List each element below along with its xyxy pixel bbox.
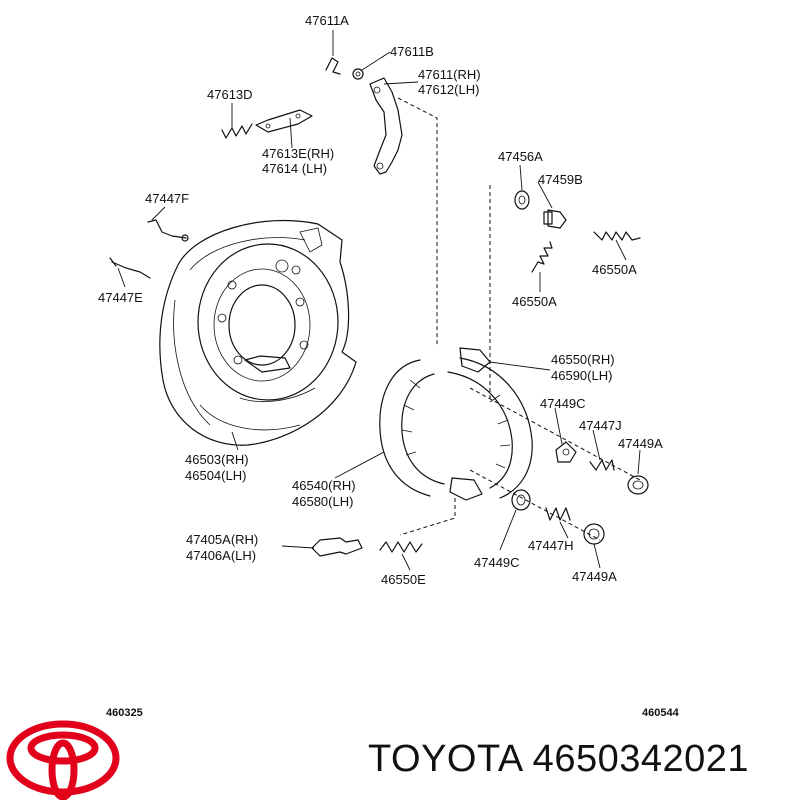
label-47456a: 47456A bbox=[498, 149, 543, 164]
label-47449c-upper: 47449C bbox=[540, 396, 586, 411]
parking-brake-lever bbox=[369, 77, 403, 175]
strut-47613e bbox=[255, 109, 313, 133]
label-47449a-lower: 47449A bbox=[572, 569, 617, 584]
code-right: 460544 bbox=[642, 707, 680, 719]
brake-shoe-assembly bbox=[379, 347, 533, 501]
label-47447j: 47447J bbox=[579, 418, 622, 433]
spring-46550e bbox=[379, 541, 423, 553]
label-46550a-lower: 46550A bbox=[512, 294, 557, 309]
label-47406a-lh: 47406A(LH) bbox=[186, 548, 256, 563]
label-47614-lh: 47614 (LH) bbox=[262, 161, 327, 176]
label-46550-rh: 46550(RH) bbox=[551, 352, 615, 367]
label-47611-rh: 47611(RH) bbox=[418, 67, 481, 82]
spring-46550a-lower bbox=[531, 241, 553, 273]
label-46550a-right: 46550A bbox=[592, 262, 637, 277]
adjuster-spring-47613d bbox=[221, 123, 253, 139]
label-47449c-lower: 47449C bbox=[474, 555, 520, 570]
code-left: 460325 bbox=[106, 707, 143, 719]
washer-47611b bbox=[352, 68, 364, 80]
label-47611a: 47611A bbox=[305, 13, 349, 28]
label-46580-lh: 46580(LH) bbox=[292, 494, 353, 509]
label-47459b: 47459B bbox=[538, 172, 583, 187]
retainer-47449c-lower bbox=[511, 489, 531, 511]
label-47447e: 47447E bbox=[98, 290, 143, 305]
label-47613d: 47613D bbox=[207, 87, 253, 102]
pin-47405a bbox=[311, 537, 363, 557]
assembly-guide-lines bbox=[397, 97, 641, 541]
spring-47447j bbox=[589, 459, 615, 471]
label-47612-lh: 47612(LH) bbox=[418, 82, 479, 97]
label-46504-lh: 46504(LH) bbox=[185, 468, 246, 483]
washer-47456a bbox=[514, 190, 530, 210]
label-47405a-rh: 47405A(RH) bbox=[186, 532, 258, 547]
adjuster-47459b bbox=[543, 209, 567, 229]
spring-46550a-upper bbox=[593, 231, 641, 241]
leader-lines bbox=[117, 30, 641, 571]
label-47447h: 47447H bbox=[528, 538, 574, 553]
backing-plate bbox=[159, 219, 357, 446]
label-46550e: 46550E bbox=[381, 572, 426, 587]
label-46503-rh: 46503(RH) bbox=[185, 452, 249, 467]
pin-47447e bbox=[109, 257, 151, 279]
toyota-logo-icon bbox=[6, 720, 120, 800]
pin-47447f bbox=[147, 219, 189, 242]
label-47447f: 47447F bbox=[145, 191, 189, 206]
label-47449a-upper: 47449A bbox=[618, 436, 663, 451]
label-47613e-rh: 47613E(RH) bbox=[262, 146, 334, 161]
label-46540-rh: 46540(RH) bbox=[292, 478, 356, 493]
label-47611b: 47611B bbox=[390, 44, 434, 59]
retainer-47449c-upper bbox=[555, 441, 577, 463]
cup-47449a-lower bbox=[583, 523, 605, 545]
cup-47449a-upper bbox=[627, 475, 649, 495]
label-46590-lh: 46590(LH) bbox=[551, 368, 612, 383]
spring-47447h bbox=[545, 507, 571, 521]
brand-part-number: TOYOTA 4650342021 bbox=[368, 738, 750, 780]
clip-47611a bbox=[325, 57, 341, 75]
